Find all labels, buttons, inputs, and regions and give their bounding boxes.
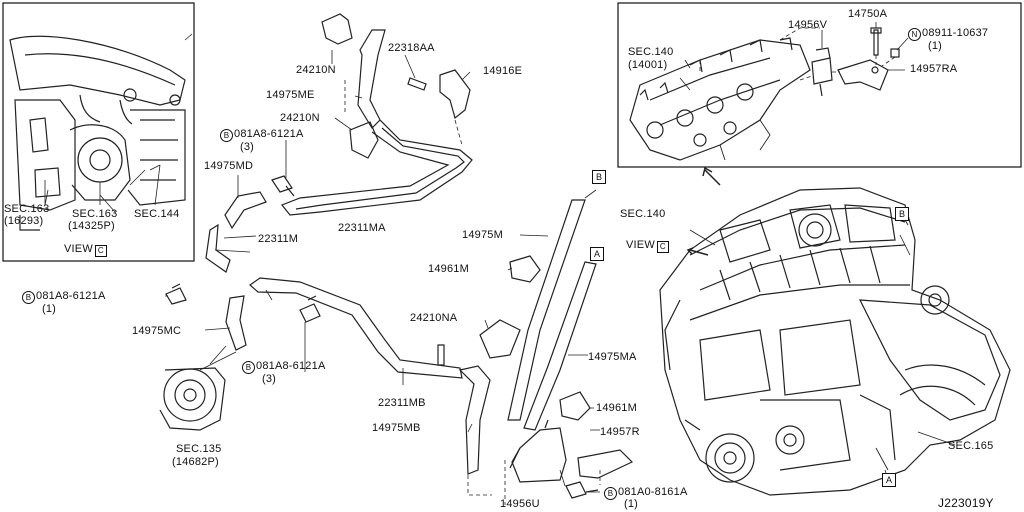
label-sec135-code: (14682P) xyxy=(172,456,219,468)
label-sec163-a: SEC.163 xyxy=(4,203,50,215)
label-22318aa: 22318AA xyxy=(388,42,435,54)
label-14975m: 14975M xyxy=(462,229,503,241)
manifold-inset xyxy=(617,2,1022,168)
label-14957ra: 14957RA xyxy=(910,63,958,75)
label-14975md: 14975MD xyxy=(204,160,254,172)
label-22311m: 22311M xyxy=(258,233,299,245)
bolt2-code: 081A8-6121A xyxy=(36,290,106,302)
bolt4-qty: (1) xyxy=(624,498,639,510)
view-c-inset xyxy=(2,2,195,262)
bolt1-code: 081A8-6121A xyxy=(234,128,304,140)
diagram-id: J223019Y xyxy=(938,496,994,510)
view-letter: C xyxy=(94,245,107,257)
label-24210na: 24210NA xyxy=(410,312,458,324)
label-14961m-top: 14961M xyxy=(428,263,469,275)
label-22311mb: 22311MB xyxy=(378,397,426,409)
label-14961m-bot: 14961M xyxy=(596,402,637,414)
label-sec163-a-code: (16293) xyxy=(4,215,44,227)
bolt4-code: 081A0-8161A xyxy=(618,486,688,498)
bolt1-qty: (3) xyxy=(240,141,255,153)
label-sec163-b-code: (14325P) xyxy=(68,220,115,232)
label-14956u: 14956U xyxy=(500,498,540,510)
label-14975ma: 14975MA xyxy=(588,351,637,363)
bolt2-qty: (1) xyxy=(42,303,57,315)
label-sec140-inset-code: (14001) xyxy=(628,59,668,71)
ref-box-a-mid: A xyxy=(590,247,604,261)
view-word: VIEW xyxy=(64,243,93,255)
bolt-symbol: B xyxy=(22,291,35,304)
nut-code: 08911-10637 xyxy=(922,27,989,39)
label-sec140-inset: SEC.140 xyxy=(628,46,674,58)
view-word: VIEW xyxy=(626,239,655,251)
nut-symbol: N xyxy=(908,28,921,41)
label-sec135: SEC.135 xyxy=(176,443,222,455)
label-24210n-top: 24210N xyxy=(296,64,336,76)
view-letter: C xyxy=(656,241,669,253)
label-22311ma: 22311MA xyxy=(338,222,386,234)
label-sec165: SEC.165 xyxy=(948,440,994,452)
bolt3-code: 081A8-6121A xyxy=(256,360,326,372)
label-14956v: 14956V xyxy=(788,19,828,31)
label-24210n-mid: 24210N xyxy=(280,112,320,124)
hoses-and-pipes xyxy=(44,13,634,505)
label-14916e: 14916E xyxy=(483,65,523,77)
bolt-symbol: B xyxy=(604,487,617,500)
label-sec163-b: SEC.163 xyxy=(72,208,118,220)
nut-qty: (1) xyxy=(928,40,943,52)
ref-box-b-top: B xyxy=(592,170,606,184)
ref-box-b-engine: B xyxy=(895,207,909,221)
label-14975mc: 14975MC xyxy=(132,325,182,337)
bolt-symbol: B xyxy=(220,129,233,142)
label-sec144: SEC.144 xyxy=(134,208,180,220)
label-14957r: 14957R xyxy=(600,426,640,438)
bolt3-qty: (3) xyxy=(262,373,277,385)
bolt-symbol: B xyxy=(242,361,255,374)
label-sec140-main: SEC.140 xyxy=(620,208,666,220)
label-14750a: 14750A xyxy=(848,8,888,20)
label-14975mb: 14975MB xyxy=(372,422,421,434)
label-14975me: 14975ME xyxy=(266,89,315,101)
ref-box-a-engine: A xyxy=(882,473,896,487)
